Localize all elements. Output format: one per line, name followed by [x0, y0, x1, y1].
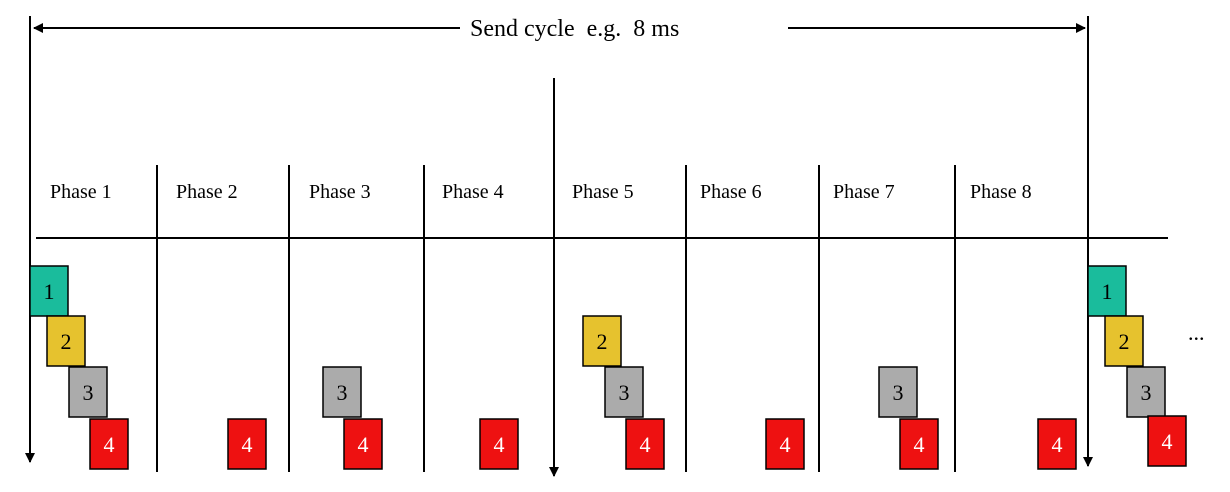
message-box-fill: [322, 366, 362, 418]
message-box-4: 4: [765, 418, 805, 470]
message-box-number: 4: [494, 432, 505, 457]
message-box-number: 3: [619, 380, 630, 405]
phase-label: Phase 7: [833, 181, 895, 203]
message-box-4: 4: [899, 418, 939, 470]
message-box-number: 3: [893, 380, 904, 405]
message-box-number: 4: [358, 432, 369, 457]
message-box-fill: [227, 418, 267, 470]
message-box-number: 4: [640, 432, 651, 457]
message-box-3: 3: [604, 366, 644, 418]
message-box-fill: [1147, 415, 1187, 467]
phase-label: Phase 4: [442, 181, 504, 203]
message-box-fill: [1037, 418, 1077, 470]
message-box-number: 3: [83, 380, 94, 405]
message-box-number: 1: [1102, 279, 1113, 304]
message-box-number: 3: [1141, 380, 1152, 405]
message-box-number: 4: [914, 432, 925, 457]
message-box-fill: [878, 366, 918, 418]
phase-label: Phase 6: [700, 181, 762, 203]
message-box-3: 3: [322, 366, 362, 418]
message-box-4: 4: [625, 418, 665, 470]
message-box-3: 3: [68, 366, 108, 418]
message-box-number: 4: [780, 432, 791, 457]
message-box-number: 3: [337, 380, 348, 405]
message-box-number: 4: [242, 432, 253, 457]
message-box-number: 1: [44, 279, 55, 304]
message-box-3: 3: [878, 366, 918, 418]
message-box-4: 4: [1037, 418, 1077, 470]
message-box-4: 4: [343, 418, 383, 470]
message-box-2: 2: [46, 315, 86, 367]
phase-label: Phase 2: [176, 181, 238, 203]
message-box-fill: [29, 265, 69, 317]
message-box-2: 2: [582, 315, 622, 367]
message-box-fill: [625, 418, 665, 470]
message-box-fill: [89, 418, 129, 470]
message-box-fill: [479, 418, 519, 470]
phase-label: Phase 3: [309, 181, 371, 203]
message-box-fill: [46, 315, 86, 367]
message-box-fill: [1126, 366, 1166, 418]
message-box-number: 4: [104, 432, 115, 457]
message-box-1: 1: [1087, 265, 1127, 317]
message-box-4: 4: [479, 418, 519, 470]
message-box-fill: [343, 418, 383, 470]
message-box-fill: [68, 366, 108, 418]
message-box-fill: [1104, 315, 1144, 367]
message-box-fill: [1087, 265, 1127, 317]
phase-dividers: [156, 165, 956, 472]
message-box-4: 4: [1147, 415, 1187, 467]
message-box-number: 2: [1119, 329, 1130, 354]
message-box-fill: [899, 418, 939, 470]
continuation-ellipsis: ...: [1188, 320, 1205, 345]
phase-label: Phase 1: [50, 181, 112, 203]
phase-label: Phase 8: [970, 181, 1032, 203]
message-box-number: 2: [597, 329, 608, 354]
phase-labels: Phase 1 Phase 2 Phase 3 Phase 4 Phase 5 …: [50, 181, 1032, 203]
message-box-1: 1: [29, 265, 69, 317]
message-box-fill: [765, 418, 805, 470]
message-box-4: 4: [89, 418, 129, 470]
message-box-4: 4: [227, 418, 267, 470]
message-box-number: 4: [1052, 432, 1063, 457]
message-box-2: 2: [1104, 315, 1144, 367]
phase-label: Phase 5: [572, 181, 634, 203]
message-box-fill: [582, 315, 622, 367]
cycle-title: Send cycle e.g. 8 ms: [470, 16, 679, 42]
message-box-3: 3: [1126, 366, 1166, 418]
message-box-number: 4: [1162, 429, 1173, 454]
message-box-number: 2: [61, 329, 72, 354]
message-box-fill: [604, 366, 644, 418]
